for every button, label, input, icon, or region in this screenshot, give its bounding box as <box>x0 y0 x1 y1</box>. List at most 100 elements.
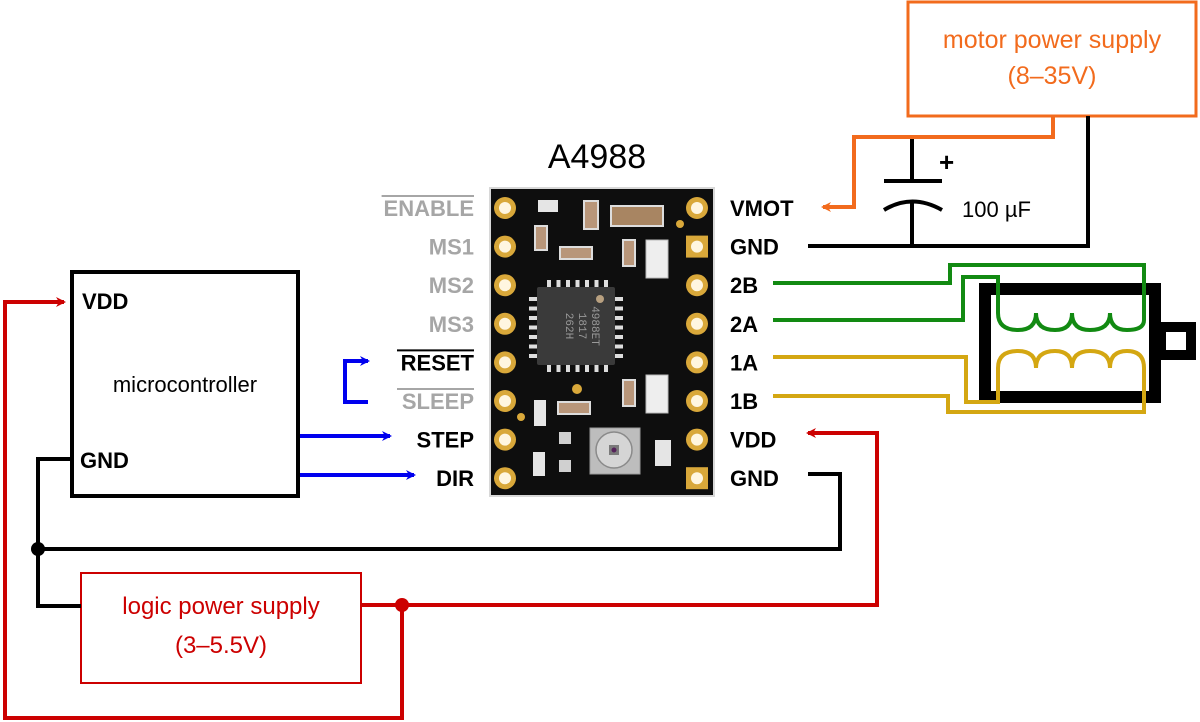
microcontroller-box <box>70 270 300 498</box>
pin-pad-right <box>686 390 708 412</box>
chip-lead <box>615 306 623 311</box>
board-title: A4988 <box>548 138 646 176</box>
pin-pad-right <box>686 312 708 335</box>
mcu-gnd-label: GND <box>80 448 129 473</box>
pin-label-right-2b: 2B <box>730 273 758 298</box>
pin-pad-right <box>686 235 708 258</box>
coil-2-winding <box>773 263 1146 333</box>
via <box>572 384 582 394</box>
pin-label-step: STEP <box>417 428 474 453</box>
pin-pad-left <box>494 197 516 219</box>
smd-capacitor <box>583 200 599 230</box>
chip-lead <box>594 280 599 288</box>
pin-pad-right <box>686 274 708 297</box>
chip-lead <box>529 316 537 320</box>
chip-lead <box>547 280 551 288</box>
chip-marking-line2: 1817 <box>575 313 587 339</box>
chip-lead <box>604 364 608 372</box>
motor-power-supply-box <box>906 0 1198 118</box>
motor-supply-voltage: (8–35V) <box>1008 62 1097 90</box>
smd-capacitor <box>622 379 636 407</box>
smd-capacitor <box>534 225 548 251</box>
chip-lead <box>566 364 570 372</box>
pin-pad-right <box>686 428 708 451</box>
chip-lead <box>529 325 537 330</box>
reset-sleep-jumper-wire <box>343 356 370 404</box>
smd-resistor <box>655 440 671 466</box>
chip-pin1-marker <box>596 295 604 303</box>
chip-lead <box>585 280 589 288</box>
via <box>517 413 525 421</box>
sense-resistor <box>645 239 669 279</box>
smd-pad <box>559 460 571 472</box>
pin-label-ms1: MS1 <box>429 235 474 260</box>
pin-label-right-gnd: GND <box>730 235 779 260</box>
pin-label-enable: ENABLE <box>384 196 474 221</box>
smd-pad <box>559 432 571 444</box>
mcu-vdd-label: VDD <box>82 289 128 314</box>
left-pin-pads <box>494 197 516 490</box>
a4988-board: 4988ET 1817 262H <box>489 187 715 497</box>
motor-body <box>979 283 1161 403</box>
pin-pad-left <box>494 235 516 258</box>
motor-gnd-wire <box>808 116 1090 248</box>
chip-lead <box>604 280 608 288</box>
chip-lead <box>615 316 623 320</box>
smd-capacitor <box>559 246 593 260</box>
chip-lead <box>585 364 589 372</box>
pin-pad-left <box>494 274 516 297</box>
chip-lead <box>615 354 623 358</box>
chip-lead <box>615 335 623 339</box>
pin-pad-left <box>494 351 516 374</box>
pin-label-right-gnd: GND <box>730 466 779 491</box>
chip-marking-line3: 262H <box>562 313 574 339</box>
chip-body <box>537 287 615 365</box>
smd-resistor <box>538 200 558 212</box>
capacitor-100uf: + 100 µF <box>882 139 1031 246</box>
chip-lead <box>529 306 537 311</box>
smd-resistor <box>534 400 546 426</box>
pin-pad-right <box>686 351 708 374</box>
pin-label-right-2a: 2A <box>730 312 758 337</box>
pin-pad-right <box>686 467 708 490</box>
motor-shaft <box>1156 322 1196 360</box>
chip-lead <box>615 297 623 301</box>
pin-label-right-1b: 1B <box>730 389 758 414</box>
chip-lead <box>566 280 570 288</box>
smd-resistor <box>533 452 545 476</box>
driver-vdd-wire <box>361 428 879 607</box>
logic-supply-label: logic power supply <box>122 593 319 620</box>
motor-power-supply-block: motor power supply (8–35V) <box>906 0 1198 118</box>
chip-marking-line1: 4988ET <box>588 306 600 346</box>
current-limit-potentiometer <box>589 427 641 475</box>
smd-capacitor <box>622 239 636 267</box>
pin-pad-left <box>494 312 516 335</box>
logic-power-supply-block: logic power supply (3–5.5V) <box>80 572 362 684</box>
pin-label-right-1a: 1A <box>730 350 758 375</box>
pin-pad-left <box>494 390 516 412</box>
chip-lead <box>556 280 561 288</box>
pin-pad-right <box>686 197 708 219</box>
pin-label-reset: RESET <box>401 350 475 375</box>
stepper-motor <box>773 263 1196 414</box>
pin-pad-left <box>494 467 516 490</box>
pin-label-right-vdd: VDD <box>730 428 776 453</box>
pin-pad-left <box>494 428 516 451</box>
microcontroller-block: VDD microcontroller GND <box>70 270 300 498</box>
chip-lead <box>615 344 623 349</box>
chip-lead <box>594 364 599 372</box>
chip-lead <box>575 280 580 288</box>
chip-lead <box>529 297 537 301</box>
sense-resistor <box>645 374 669 414</box>
chip-lead <box>615 325 623 330</box>
logic-supply-voltage: (3–5.5V) <box>175 632 267 659</box>
cap-value-label: 100 µF <box>962 197 1031 222</box>
cap-polarity-mark: + <box>939 147 954 177</box>
chip-lead <box>529 354 537 358</box>
logic-power-supply-box <box>80 572 362 684</box>
pin-label-sleep: SLEEP <box>402 389 474 414</box>
motor-supply-label: motor power supply <box>943 26 1162 54</box>
chip-lead <box>529 344 537 349</box>
